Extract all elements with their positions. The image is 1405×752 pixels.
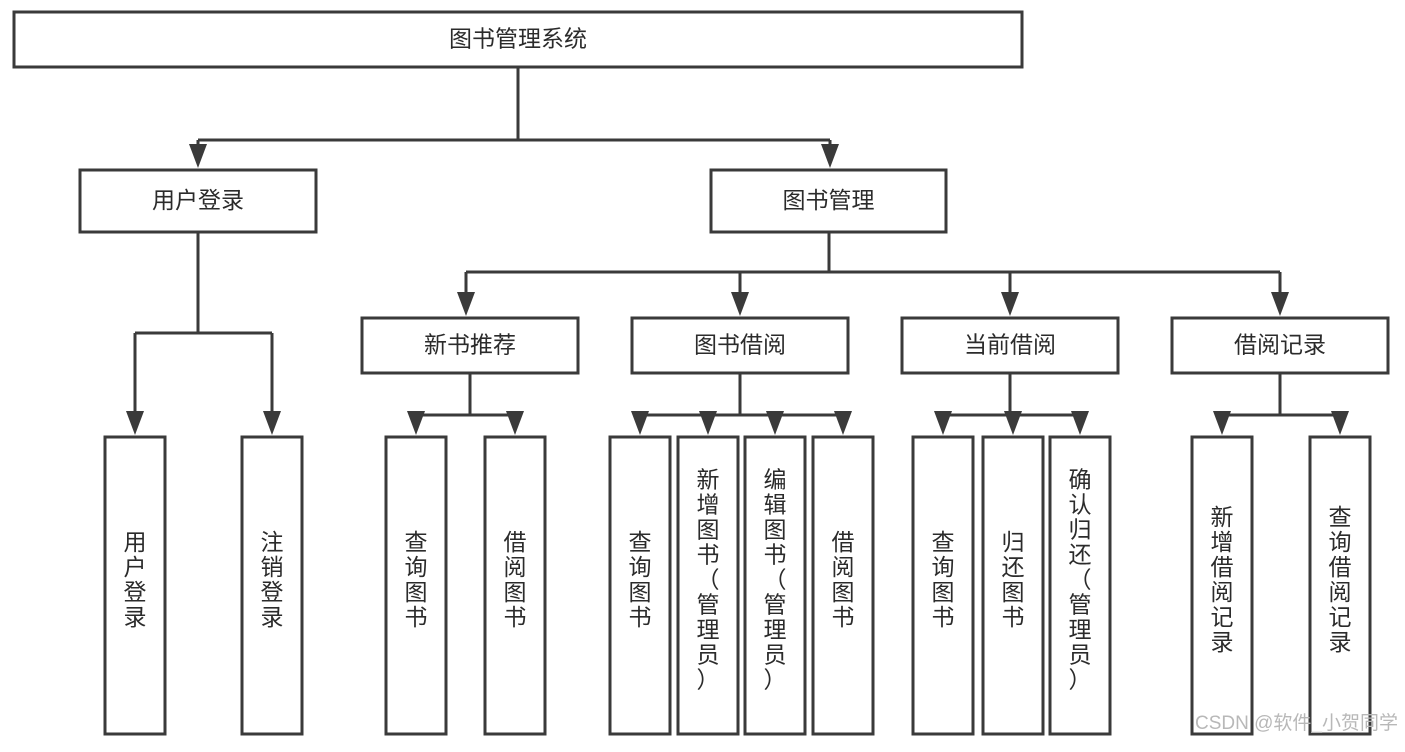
node-label-leaf-query-borrow-record: 查询借阅记录 bbox=[1329, 504, 1352, 655]
connector-book-borrow-bus bbox=[638, 373, 845, 424]
node-user-login[interactable]: 用户登录 bbox=[78, 168, 318, 234]
arrow-borrow-record-icon bbox=[1271, 292, 1289, 316]
csdn-watermark: CSDN @软件_小贺同学 bbox=[1195, 712, 1398, 734]
arrow-book-borrow-icon bbox=[731, 292, 749, 316]
connector-root-bus bbox=[196, 67, 832, 158]
arrow-leaf-confirm-return-admin-icon bbox=[1071, 411, 1089, 435]
node-root[interactable]: 图书管理系统 bbox=[12, 10, 1024, 69]
arrow-leaf-edit-book-admin-icon bbox=[766, 411, 784, 435]
connector-user-login-stem bbox=[133, 232, 274, 424]
node-current-borrow[interactable]: 当前借阅 bbox=[900, 316, 1120, 375]
node-label-leaf-query-book-current: 查询图书 bbox=[932, 529, 955, 630]
node-leaf-borrow-book[interactable]: 借阅图书 bbox=[811, 435, 875, 736]
node-label-leaf-query-book-recommend: 查询图书 bbox=[405, 529, 428, 630]
node-box-root bbox=[12, 10, 1024, 69]
node-leaf-query-book-recommend[interactable]: 查询图书 bbox=[384, 435, 448, 736]
arrow-user-login-icon bbox=[189, 144, 207, 168]
node-label-leaf-add-borrow-record: 新增借阅记录 bbox=[1211, 504, 1234, 655]
node-box-leaf-query-book-borrow bbox=[608, 435, 672, 736]
node-label-leaf-confirm-return-admin: 确认归还（管理员） bbox=[1069, 467, 1092, 693]
node-box-leaf-borrow-book bbox=[811, 435, 875, 736]
arrow-leaf-borrow-book-recommend-icon bbox=[506, 411, 524, 435]
arrow-leaf-return-book-icon bbox=[1004, 411, 1022, 435]
node-leaf-return-book[interactable]: 归还图书 bbox=[981, 435, 1045, 736]
arrow-leaf-user-logout-icon bbox=[263, 411, 281, 435]
node-box-borrow-record bbox=[1170, 316, 1390, 375]
node-box-new-book-recommend bbox=[360, 316, 580, 375]
node-leaf-confirm-return-admin[interactable]: 确认归还（管理员） bbox=[1048, 435, 1112, 736]
node-leaf-user-login[interactable]: 用户登录 bbox=[103, 435, 167, 736]
connector-book-management-stem bbox=[464, 232, 1282, 306]
arrow-leaf-borrow-book-icon bbox=[834, 411, 852, 435]
node-label-borrow-record: 借阅记录 bbox=[1234, 332, 1326, 358]
node-label-new-book-recommend: 新书推荐 bbox=[424, 332, 516, 358]
node-box-leaf-return-book bbox=[981, 435, 1045, 736]
node-label-leaf-return-book: 归还图书 bbox=[1002, 529, 1025, 630]
node-leaf-user-logout[interactable]: 注销登录 bbox=[240, 435, 304, 736]
node-label-leaf-query-book-borrow: 查询图书 bbox=[629, 529, 652, 630]
node-leaf-query-book-borrow[interactable]: 查询图书 bbox=[608, 435, 672, 736]
node-leaf-query-book-current[interactable]: 查询图书 bbox=[911, 435, 975, 736]
node-box-book-management bbox=[709, 168, 948, 234]
node-box-leaf-edit-book-admin bbox=[743, 435, 807, 736]
node-box-leaf-query-book-current bbox=[911, 435, 975, 736]
arrow-leaf-query-borrow-record-icon bbox=[1331, 411, 1349, 435]
node-leaf-add-borrow-record[interactable]: 新增借阅记录 bbox=[1190, 435, 1254, 736]
node-book-management[interactable]: 图书管理 bbox=[709, 168, 948, 234]
node-leaf-add-book-admin[interactable]: 新增图书（管理员） bbox=[676, 435, 740, 736]
node-leaf-query-borrow-record[interactable]: 查询借阅记录 bbox=[1308, 435, 1372, 736]
node-label-leaf-add-book-admin: 新增图书（管理员） bbox=[697, 467, 720, 693]
arrow-current-borrow-icon bbox=[1001, 292, 1019, 316]
arrow-leaf-user-login-icon bbox=[126, 411, 144, 435]
node-label-leaf-borrow-book: 借阅图书 bbox=[832, 529, 855, 630]
connector-layer bbox=[133, 67, 1342, 424]
node-label-user-login: 用户登录 bbox=[152, 187, 244, 213]
node-box-leaf-user-login bbox=[103, 435, 167, 736]
node-label-leaf-user-login: 用户登录 bbox=[124, 529, 147, 630]
connector-new-book-bus bbox=[414, 373, 517, 424]
node-box-leaf-borrow-book-recommend bbox=[483, 435, 547, 736]
node-label-current-borrow: 当前借阅 bbox=[964, 332, 1056, 358]
node-borrow-record[interactable]: 借阅记录 bbox=[1170, 316, 1390, 375]
node-box-leaf-add-borrow-record bbox=[1190, 435, 1254, 736]
node-box-leaf-user-logout bbox=[240, 435, 304, 736]
connector-borrow-record-bus bbox=[1220, 373, 1342, 424]
arrow-leaf-add-borrow-record-icon bbox=[1213, 411, 1231, 435]
node-box-book-borrow bbox=[630, 316, 850, 375]
node-label-book-management: 图书管理 bbox=[783, 187, 875, 213]
node-layer: 图书管理系统用户登录图书管理新书推荐图书借阅当前借阅借阅记录用户登录注销登录查询… bbox=[12, 10, 1390, 736]
arrow-book-management-icon bbox=[821, 144, 839, 168]
node-leaf-edit-book-admin[interactable]: 编辑图书（管理员） bbox=[743, 435, 807, 736]
node-label-book-borrow: 图书借阅 bbox=[694, 332, 786, 358]
node-new-book-recommend[interactable]: 新书推荐 bbox=[360, 316, 580, 375]
node-box-user-login bbox=[78, 168, 318, 234]
node-box-leaf-confirm-return-admin bbox=[1048, 435, 1112, 736]
arrow-leaf-query-book-current-icon bbox=[934, 411, 952, 435]
node-box-leaf-query-book-recommend bbox=[384, 435, 448, 736]
node-label-root: 图书管理系统 bbox=[449, 26, 587, 52]
node-box-leaf-add-book-admin bbox=[676, 435, 740, 736]
arrow-head-layer bbox=[126, 144, 1349, 435]
arrow-leaf-query-book-borrow-icon bbox=[631, 411, 649, 435]
node-label-leaf-user-logout: 注销登录 bbox=[261, 529, 284, 630]
node-label-leaf-borrow-book-recommend: 借阅图书 bbox=[504, 529, 527, 630]
arrow-new-book-recommend-icon bbox=[457, 292, 475, 316]
node-label-leaf-edit-book-admin: 编辑图书（管理员） bbox=[764, 467, 787, 693]
arrow-leaf-add-book-admin-icon bbox=[699, 411, 717, 435]
node-leaf-borrow-book-recommend[interactable]: 借阅图书 bbox=[483, 435, 547, 736]
arrow-leaf-query-book-recommend-icon bbox=[407, 411, 425, 435]
node-book-borrow[interactable]: 图书借阅 bbox=[630, 316, 850, 375]
node-box-current-borrow bbox=[900, 316, 1120, 375]
node-box-leaf-query-borrow-record bbox=[1308, 435, 1372, 736]
